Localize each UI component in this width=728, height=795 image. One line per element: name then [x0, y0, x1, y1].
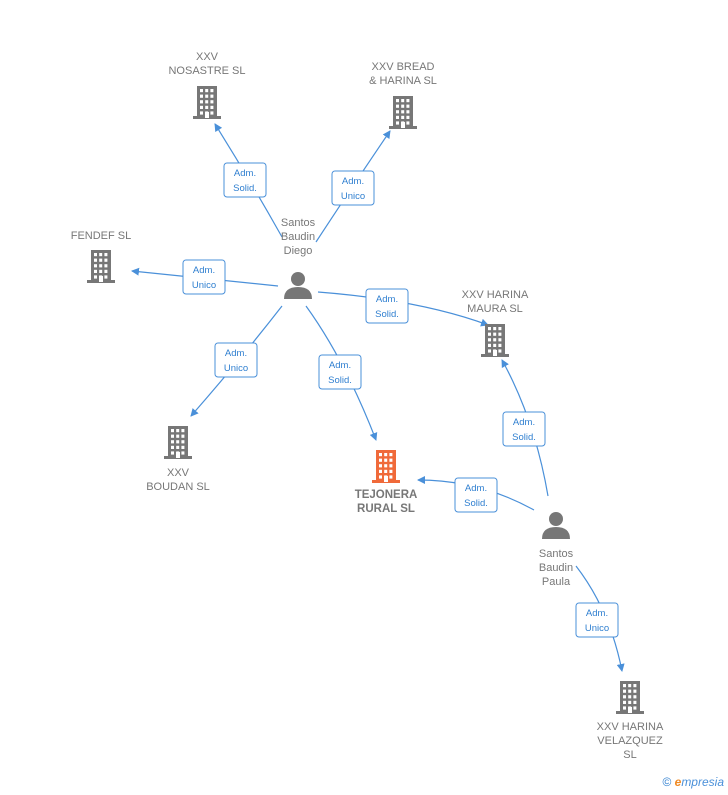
relation-label-text: Adm. [513, 417, 535, 428]
relation-label[interactable]: Adm. Solid. [223, 162, 267, 198]
node-label-line: VELAZQUEZ [597, 735, 663, 747]
relation-label-box [365, 288, 409, 324]
relation-label[interactable]: Adm. Unico [331, 170, 375, 206]
company-node-nosastre[interactable]: XXV NOSASTRE SL [168, 51, 246, 119]
node-label-line: TEJONERA [355, 489, 418, 501]
building-icon [193, 86, 221, 119]
node-label-line: Paula [542, 576, 571, 588]
relation-label-text: Adm. [329, 360, 351, 371]
relation-arrow [317, 291, 489, 327]
relation-label-text: Adm. [342, 176, 364, 187]
relation-label[interactable]: Adm. Unico [182, 259, 226, 295]
node-label-line: Santos [281, 217, 316, 229]
node-label-line: NOSASTRE SL [168, 65, 245, 77]
node-label-line: XXV [167, 467, 190, 479]
company-node-fendef[interactable]: FENDEF SL [71, 230, 132, 283]
relation-label-text: Unico [341, 191, 365, 202]
brand-logo-text: mpresia [681, 775, 724, 789]
building-icon [481, 324, 509, 357]
company-name: XXV BREAD & HARINA SL [369, 61, 437, 87]
node-label-line: XXV HARINA [462, 289, 529, 301]
relation-label-text: Unico [224, 363, 248, 374]
relation-label[interactable]: Adm. Solid. [365, 288, 409, 324]
relation-label-text: Adm. [465, 483, 487, 494]
relation-label-box [331, 170, 375, 206]
relation-label-text: Solid. [512, 432, 536, 443]
brand-logo-e: e [674, 775, 682, 789]
node-label-line: Baudin [281, 231, 315, 243]
relation-label-box [223, 162, 267, 198]
building-icon [87, 250, 115, 283]
relation-label[interactable]: Adm. Solid. [454, 477, 498, 513]
company-name: XXV HARINA VELAZQUEZ SL [597, 721, 664, 761]
relation-label-text: Adm. [376, 294, 398, 305]
footer-brand: © empresia [662, 775, 724, 789]
relation-label-text: Adm. [225, 348, 247, 359]
node-label-line: BOUDAN SL [146, 481, 210, 493]
copyright-symbol: © [662, 775, 672, 789]
node-label-line: Baudin [539, 562, 573, 574]
relation-label-text: Solid. [375, 309, 399, 320]
node-label-line: Diego [284, 245, 313, 257]
company-node-boudan[interactable]: XXV BOUDAN SL [146, 426, 210, 493]
node-label-line: MAURA SL [467, 303, 523, 315]
building-icon [372, 450, 400, 483]
building-icon [164, 426, 192, 459]
relation-label-text: Adm. [586, 608, 608, 619]
relation-label-text: Adm. [193, 265, 215, 276]
building-icon [616, 681, 644, 714]
company-node-maura[interactable]: XXV HARINA MAURA SL [462, 289, 529, 357]
node-label-line: SL [623, 749, 636, 761]
relation-label-box [454, 477, 498, 513]
company-node-velazquez[interactable]: XXV HARINA VELAZQUEZ SL [597, 681, 664, 761]
relation-label-box [214, 342, 258, 378]
relation-label-text: Solid. [328, 375, 352, 386]
company-name: XXV HARINA MAURA SL [462, 289, 529, 315]
company-name: XXV BOUDAN SL [146, 467, 210, 493]
relation-label[interactable]: Adm. Unico [575, 602, 619, 638]
company-name: XXV NOSASTRE SL [168, 51, 245, 77]
relation-label-box [575, 602, 619, 638]
node-label-line: FENDEF SL [71, 230, 132, 242]
relation-label-text: Solid. [464, 498, 488, 509]
node-label-line: XXV HARINA [597, 721, 664, 733]
company-name: TEJONERA RURAL SL [355, 489, 418, 515]
relation-label[interactable]: Adm. Unico [214, 342, 258, 378]
relation-label[interactable]: Adm. Solid. [318, 354, 362, 390]
relation-label-box [318, 354, 362, 390]
node-label-line: RURAL SL [357, 503, 415, 515]
person-icon [284, 272, 312, 299]
person-icon [542, 512, 570, 539]
relation-label-text: Adm. [234, 168, 256, 179]
relation-label[interactable]: Adm. Solid. [502, 411, 546, 447]
building-icon [389, 96, 417, 129]
company-name: FENDEF SL [71, 230, 132, 242]
node-label-line: XXV [196, 51, 219, 63]
node-label-line: Santos [539, 548, 574, 560]
node-label-line: XXV BREAD [372, 61, 435, 73]
relation-label-text: Unico [585, 623, 609, 634]
relation-label-text: Unico [192, 280, 216, 291]
company-node-bread[interactable]: XXV BREAD & HARINA SL [369, 61, 437, 129]
node-label-line: & HARINA SL [369, 75, 437, 87]
relation-label-box [182, 259, 226, 295]
relation-label-text: Solid. [233, 183, 257, 194]
company-node-tejonera[interactable]: TEJONERA RURAL SL [355, 450, 418, 515]
relation-label-box [502, 411, 546, 447]
